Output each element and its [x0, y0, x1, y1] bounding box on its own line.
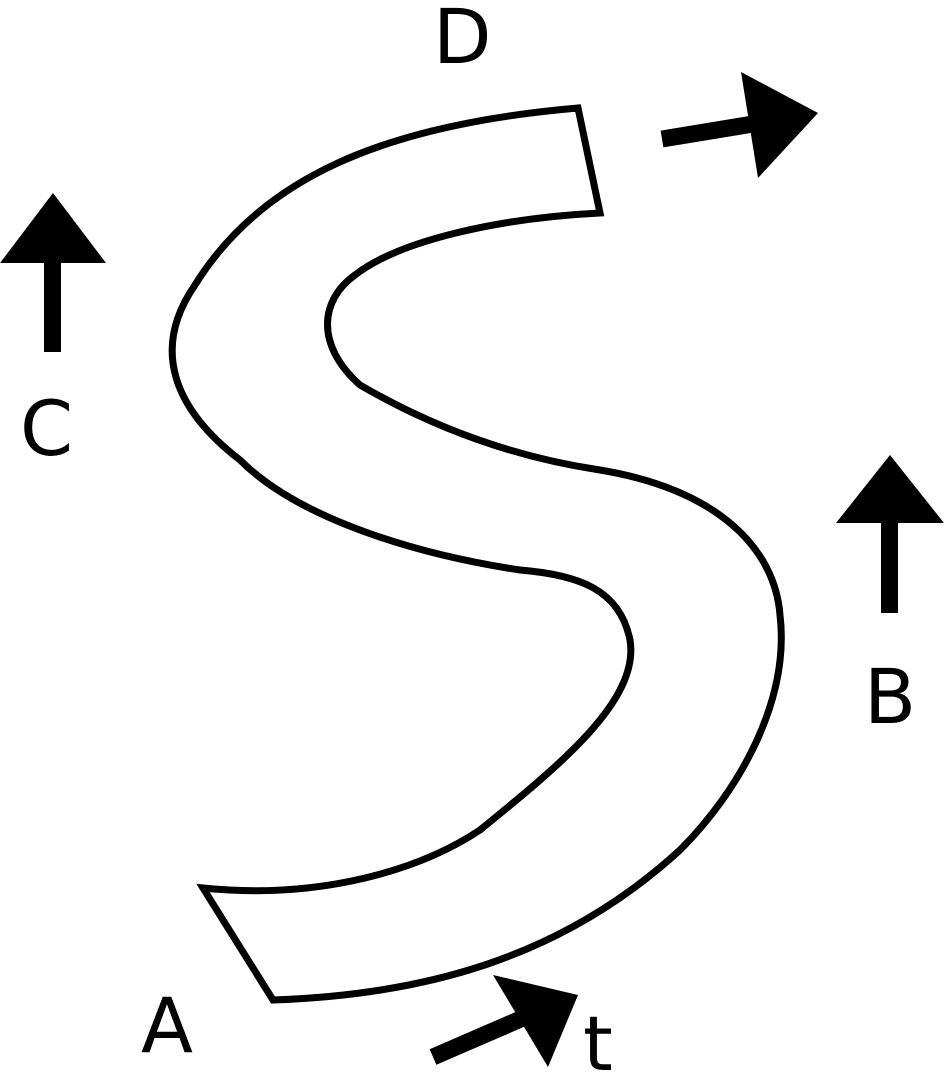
- arrow-d-right: [660, 72, 818, 178]
- label-a: A: [141, 981, 193, 1070]
- s-band: [168, 104, 785, 1004]
- arrow-t-diagonal: [429, 975, 578, 1067]
- label-c: C: [20, 384, 73, 473]
- label-d: D: [433, 0, 492, 81]
- label-b: B: [864, 652, 916, 741]
- arrow-c-up: [0, 193, 106, 352]
- label-t: t: [583, 999, 613, 1075]
- arrow-b-up: [836, 455, 944, 613]
